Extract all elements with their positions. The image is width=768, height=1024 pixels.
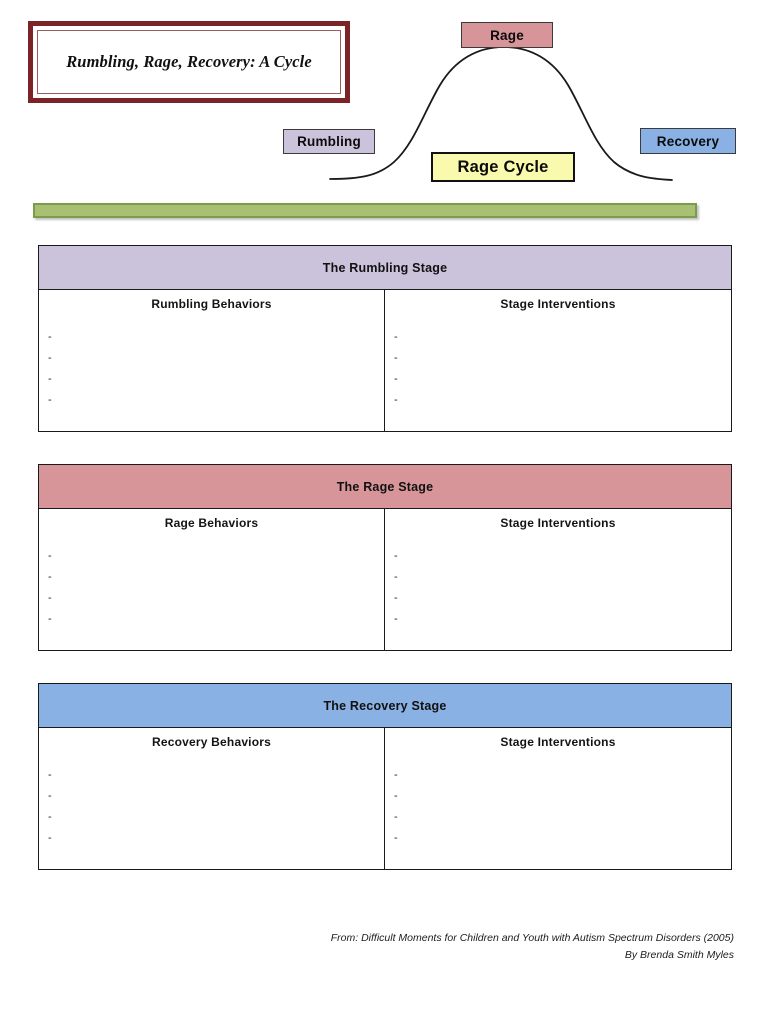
- list-item[interactable]: -: [394, 394, 398, 406]
- list-item[interactable]: -: [394, 550, 398, 562]
- stage-header-recovery: The Recovery Stage: [39, 684, 731, 728]
- stage-column-rumbling-behaviors: Rumbling Behaviors - - - -: [39, 290, 385, 431]
- stage-column-recovery-interventions: Stage Interventions - - - -: [385, 728, 731, 869]
- stage-table-recovery: The Recovery Stage Recovery Behaviors - …: [38, 683, 732, 870]
- list-item[interactable]: -: [394, 832, 398, 844]
- stage-table-rage: The Rage Stage Rage Behaviors - - - - St…: [38, 464, 732, 651]
- list-item[interactable]: -: [394, 592, 398, 604]
- stage-header-rumbling: The Rumbling Stage: [39, 246, 731, 290]
- list-item[interactable]: -: [394, 373, 398, 385]
- list-item[interactable]: -: [48, 571, 52, 583]
- stage-table-rumbling: The Rumbling Stage Rumbling Behaviors - …: [38, 245, 732, 432]
- list-item[interactable]: -: [48, 769, 52, 781]
- list-item[interactable]: -: [394, 571, 398, 583]
- list-item[interactable]: -: [394, 790, 398, 802]
- bullet-list[interactable]: - - - -: [39, 765, 384, 849]
- column-title: Stage Interventions: [500, 735, 616, 749]
- curve-label-rage: Rage: [461, 22, 553, 48]
- green-divider-bar: [33, 203, 697, 218]
- list-item[interactable]: -: [48, 394, 52, 406]
- column-title: Rage Behaviors: [164, 516, 259, 530]
- stage-column-rumbling-interventions: Stage Interventions - - - -: [385, 290, 731, 431]
- curve-label-recovery: Recovery: [640, 128, 736, 154]
- list-item[interactable]: -: [394, 331, 398, 343]
- worksheet-title-box: Rumbling, Rage, Recovery: A Cycle: [28, 21, 350, 103]
- list-item[interactable]: -: [48, 613, 52, 625]
- stage-body-recovery: Recovery Behaviors - - - - Stage Interve…: [39, 728, 731, 869]
- list-item[interactable]: -: [48, 331, 52, 343]
- bullet-list[interactable]: - - - -: [39, 546, 384, 630]
- bullet-list[interactable]: - - - -: [39, 327, 384, 411]
- page-title: Rumbling, Rage, Recovery: A Cycle: [66, 52, 312, 71]
- list-item[interactable]: -: [48, 550, 52, 562]
- stage-body-rage: Rage Behaviors - - - - Stage Interventio…: [39, 509, 731, 650]
- curve-label-rage-cycle: Rage Cycle: [431, 152, 575, 182]
- list-item[interactable]: -: [48, 352, 52, 364]
- bullet-list[interactable]: - - - -: [385, 765, 731, 849]
- stage-column-rage-behaviors: Rage Behaviors - - - -: [39, 509, 385, 650]
- list-item[interactable]: -: [48, 790, 52, 802]
- list-item[interactable]: -: [48, 373, 52, 385]
- list-item[interactable]: -: [394, 613, 398, 625]
- list-item[interactable]: -: [48, 832, 52, 844]
- stage-column-rage-interventions: Stage Interventions - - - -: [385, 509, 731, 650]
- column-title: Recovery Behaviors: [152, 735, 271, 749]
- worksheet-title-inner-frame: Rumbling, Rage, Recovery: A Cycle: [37, 30, 341, 94]
- stage-header-rage: The Rage Stage: [39, 465, 731, 509]
- citation-line-source: From: Difficult Moments for Children and…: [330, 932, 734, 944]
- stage-body-rumbling: Rumbling Behaviors - - - - Stage Interve…: [39, 290, 731, 431]
- list-item[interactable]: -: [394, 352, 398, 364]
- list-item[interactable]: -: [48, 811, 52, 823]
- list-item[interactable]: -: [48, 592, 52, 604]
- source-citation: From: Difficult Moments for Children and…: [0, 930, 734, 964]
- bullet-list[interactable]: - - - -: [385, 327, 731, 411]
- bullet-list[interactable]: - - - -: [385, 546, 731, 630]
- stage-column-recovery-behaviors: Recovery Behaviors - - - -: [39, 728, 385, 869]
- citation-line-author: By Brenda Smith Myles: [624, 949, 734, 961]
- column-title: Stage Interventions: [500, 516, 616, 530]
- curve-label-rumbling: Rumbling: [283, 129, 375, 154]
- list-item[interactable]: -: [394, 769, 398, 781]
- column-title: Rumbling Behaviors: [151, 297, 272, 311]
- column-title: Stage Interventions: [500, 297, 616, 311]
- list-item[interactable]: -: [394, 811, 398, 823]
